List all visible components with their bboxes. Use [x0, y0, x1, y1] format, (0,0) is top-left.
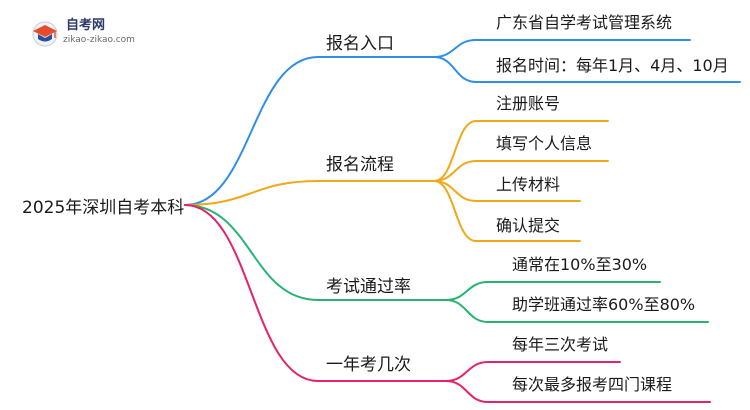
leaf-connector	[445, 281, 661, 301]
branch-connector	[184, 56, 435, 206]
site-logo: 自考网 zikao-zikao.com	[30, 14, 150, 54]
leaf-label: 上传材料	[496, 175, 561, 194]
leaf-label: 通常在10%至30%	[512, 255, 648, 274]
leaf-label: 广东省自学考试管理系统	[496, 13, 673, 32]
branch-connector	[184, 180, 435, 206]
branch-label: 一年考几次	[326, 355, 411, 375]
branch-label: 考试通过率	[326, 277, 411, 297]
leaf-connector	[433, 56, 741, 83]
logo-title: 自考网	[66, 18, 106, 33]
branch-label: 报名流程	[326, 155, 394, 175]
branch-connector	[184, 204, 447, 382]
leaf-connector	[433, 120, 609, 182]
leaf-label: 填写个人信息	[496, 134, 593, 153]
logo-url: zikao-zikao.com	[63, 35, 135, 45]
leaf-label: 注册账号	[496, 94, 561, 113]
leaf-label: 每年三次考试	[512, 335, 609, 354]
leaf-label: 报名时间：每年1月、4月、10月	[496, 56, 729, 75]
leaf-connector	[445, 361, 621, 382]
leaf-label: 确认提交	[496, 216, 561, 235]
graduation-cap-icon	[32, 21, 58, 47]
leaf-label: 助学班通过率60%至80%	[512, 295, 696, 314]
branch-connector	[184, 204, 447, 301]
leaf-connector	[433, 160, 609, 182]
mindmap-root: 2025年深圳自考本科	[22, 198, 185, 218]
leaf-connector	[433, 180, 581, 242]
leaf-connector	[445, 299, 709, 323]
leaf-label: 每次最多报考四门课程	[512, 375, 673, 394]
leaf-connector	[433, 39, 691, 58]
leaf-connector	[445, 380, 711, 403]
branch-label: 报名入口	[326, 34, 394, 54]
